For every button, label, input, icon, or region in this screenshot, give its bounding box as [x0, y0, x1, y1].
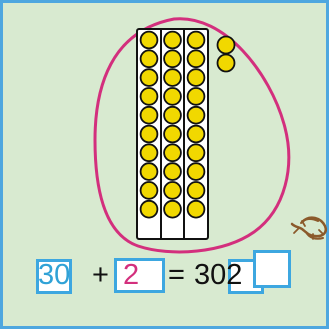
equals-sign: = [168, 261, 185, 290]
plus-sign: + [92, 261, 109, 290]
second-addend: 2 [123, 261, 139, 290]
second-addend-box [114, 258, 165, 293]
first-addend: 30 [38, 261, 70, 290]
result-text: 302 [194, 261, 242, 290]
result-box-front [253, 250, 291, 288]
